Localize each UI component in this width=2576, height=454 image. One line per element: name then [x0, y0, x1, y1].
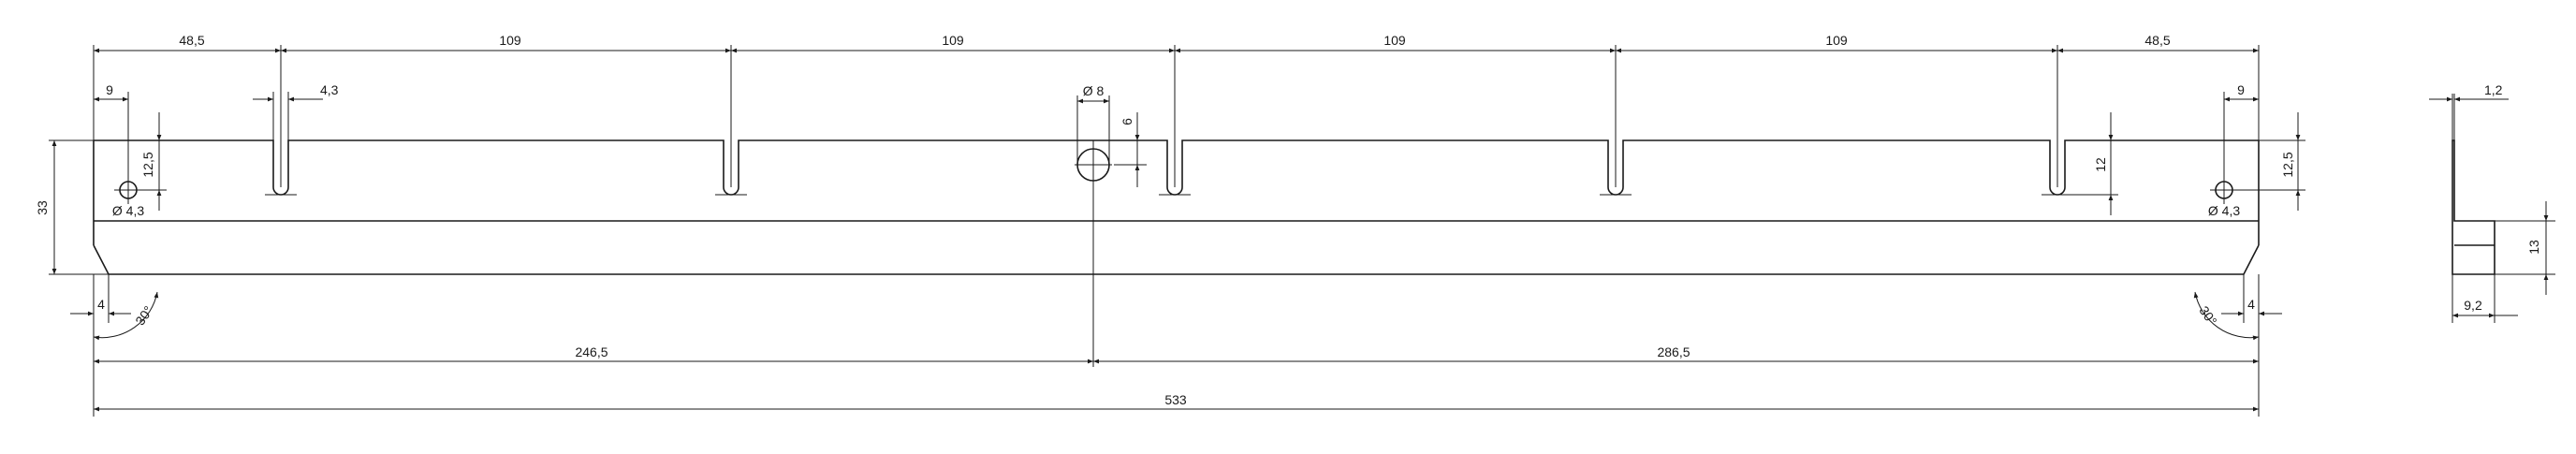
dim-side-width: 9,2	[2464, 298, 2482, 313]
dim-left-to-center: 246,5	[575, 344, 607, 359]
dim-top-spacing-2: 109	[942, 33, 964, 48]
vertical-dimensions: 12,5 12,5 12 Ø 4,3 Ø 4,3 33	[35, 112, 2305, 275]
dim-left-hole-offset: 9	[106, 82, 113, 97]
top-dimension-chain: 48,5 109 109 109 109 48,5	[93, 33, 2260, 187]
bottom-dimensions: 246,5 286,5 533	[93, 323, 2260, 417]
hole-offset-dimensions: 9 9 4,3	[94, 82, 2259, 176]
dim-side-thickness: 1,2	[2484, 82, 2503, 97]
dim-side-height: 13	[2526, 240, 2541, 255]
dim-slot-width: 4,3	[320, 82, 339, 97]
chamfer-dimensions: 4 30° 4 30°	[70, 274, 2282, 341]
dim-center-to-right: 286,5	[1657, 344, 1690, 359]
dim-top-spacing-left: 48,5	[179, 33, 204, 48]
dim-right-hole-height: 12,5	[2280, 152, 2295, 177]
dim-total-height: 33	[35, 200, 50, 215]
dim-right-chamfer: 4	[2247, 297, 2255, 312]
dim-right-hole-diameter: Ø 4,3	[2208, 203, 2240, 218]
dim-top-spacing-3: 109	[1383, 33, 1406, 48]
dim-top-spacing-1: 109	[499, 33, 521, 48]
center-hole-dimensions: Ø 8 6	[1076, 83, 1147, 187]
dim-top-spacing-4: 109	[1825, 33, 1848, 48]
dim-left-chamfer: 4	[97, 297, 105, 312]
dim-left-hole-height: 12,5	[140, 152, 155, 177]
dim-center-hole-depth: 6	[1120, 118, 1134, 125]
dim-top-spacing-right: 48,5	[2144, 33, 2170, 48]
dim-right-hole-offset: 9	[2237, 82, 2245, 97]
dim-overall-length: 533	[1164, 392, 1187, 407]
main-part-outline	[93, 139, 2260, 367]
side-view: 1,2 13 9,2	[2429, 82, 2555, 323]
dim-center-hole-diameter: Ø 8	[1083, 83, 1105, 98]
dim-slot-depth: 12	[2093, 157, 2108, 172]
dim-left-hole-diameter: Ø 4,3	[112, 203, 144, 218]
